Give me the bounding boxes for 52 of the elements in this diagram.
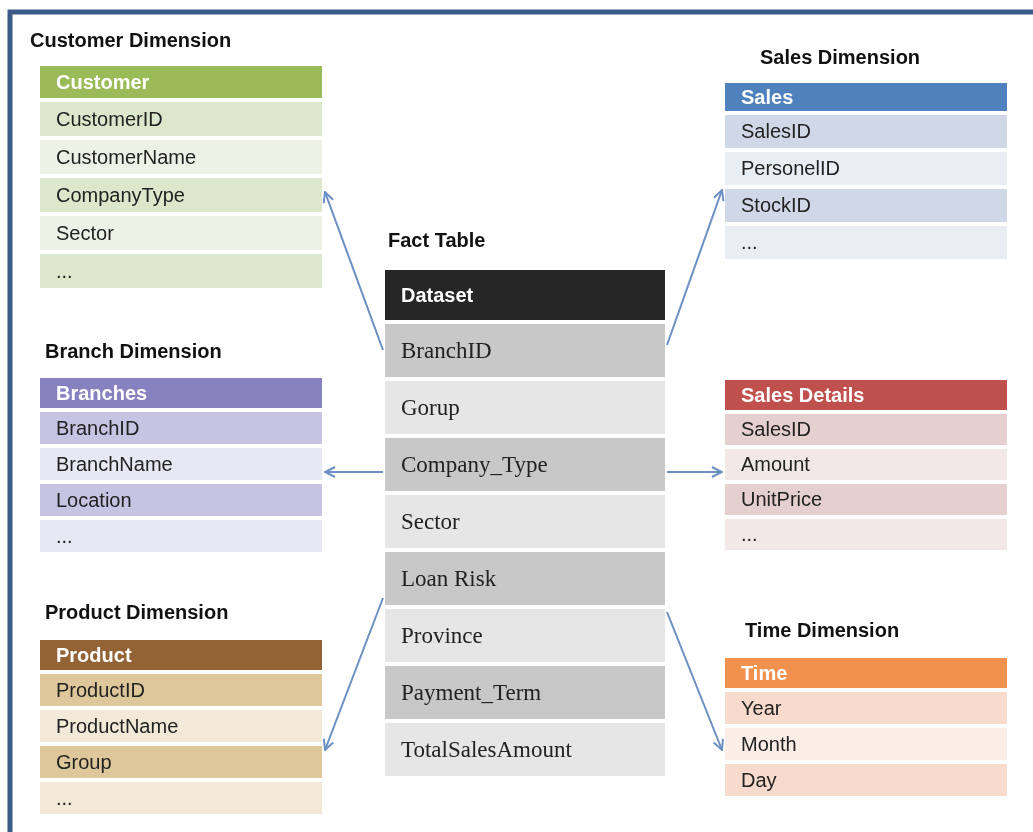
table-row: BranchID: [40, 412, 322, 444]
table-row: ...: [725, 519, 1007, 550]
arrow: [666, 611, 724, 751]
table-header: Dataset: [385, 270, 665, 320]
table-header: Sales: [725, 83, 1007, 111]
table-row: ...: [725, 226, 1007, 259]
table-row: Sector: [40, 216, 322, 250]
table-row: UnitPrice: [725, 484, 1007, 515]
table-row: CustomerName: [40, 140, 322, 174]
table-row: BranchName: [40, 448, 322, 480]
table-title: Fact Table: [388, 228, 486, 252]
table-row: ...: [40, 254, 322, 288]
table-row: ProductID: [40, 674, 322, 706]
arrow: [322, 191, 384, 351]
table-row: Sector: [385, 495, 665, 548]
table-row: CompanyType: [40, 178, 322, 212]
table-row: PersonelID: [725, 152, 1007, 185]
dimension-table: [725, 380, 1007, 550]
table-title: Sales Dimension: [760, 45, 921, 69]
arrow: [322, 597, 384, 751]
arrow: [324, 466, 384, 478]
table-row: ...: [40, 520, 322, 552]
table-row: SalesID: [725, 414, 1007, 445]
table-row: ...: [40, 782, 322, 814]
table-row: Year: [725, 692, 1007, 724]
arrow: [666, 189, 725, 346]
table-title: Branch Dimension: [45, 339, 222, 363]
table-header: Sales Details: [725, 380, 1007, 410]
table-header: Product: [40, 640, 322, 670]
table-title: Product Dimension: [45, 600, 229, 624]
table-row: Day: [725, 764, 1007, 796]
table-title: Time Dimension: [745, 618, 900, 642]
table-row: Gorup: [385, 381, 665, 434]
table-header: Customer: [40, 66, 322, 98]
table-row: TotalSalesAmount: [385, 723, 665, 776]
table-row: ProductName: [40, 710, 322, 742]
table-row: CustomerID: [40, 102, 322, 136]
table-row: Location: [40, 484, 322, 516]
table-row: Province: [385, 609, 665, 662]
table-row: Group: [40, 746, 322, 778]
table-header: Branches: [40, 378, 322, 408]
table-row: SalesID: [725, 115, 1007, 148]
table-row: Month: [725, 728, 1007, 760]
arrow: [666, 466, 723, 478]
table-row: Payment_Term: [385, 666, 665, 719]
table-row: StockID: [725, 189, 1007, 222]
table-row: BranchID: [385, 324, 665, 377]
table-row: Loan Risk: [385, 552, 665, 605]
table-header: Time: [725, 658, 1007, 688]
table-row: Company_Type: [385, 438, 665, 491]
table-row: Amount: [725, 449, 1007, 480]
table-title: Customer Dimension: [30, 28, 232, 52]
